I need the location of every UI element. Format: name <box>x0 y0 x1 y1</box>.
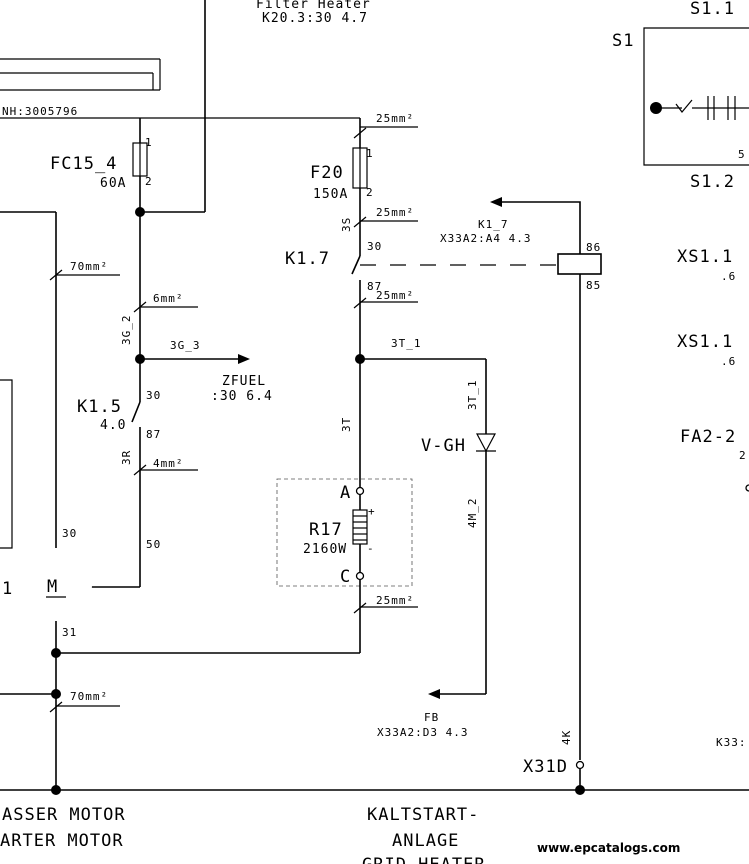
starter-motor-icon <box>20 549 92 621</box>
k17-pin86: 86 <box>586 241 601 254</box>
k17-name: K1.7 <box>285 249 330 269</box>
k17-pin30: 30 <box>367 240 382 253</box>
wire-3t-label: 3T <box>340 417 353 432</box>
k15-contact <box>131 401 141 423</box>
motor-pin30: 30 <box>62 527 77 540</box>
connector-name: X31D <box>523 757 568 777</box>
heater-terminal-c <box>355 571 365 581</box>
tick-25d <box>353 602 367 614</box>
tick-25a <box>353 127 367 139</box>
bottom-motor-line2: ARTER MOTOR <box>0 831 124 851</box>
wire-3s-label: 3S <box>340 217 353 232</box>
relay-k17-coil-icon <box>557 253 602 275</box>
bottom-kalt-line1: KALTSTART- <box>367 805 479 825</box>
tick-25c <box>353 297 367 309</box>
fb-ref: X33A2:D3 4.3 <box>377 726 468 739</box>
filter-heater-title: Filter Heater <box>256 0 371 12</box>
heater-plus-icon: + <box>368 505 376 518</box>
arrow-zfuel-icon <box>238 354 250 364</box>
xs11a-sub: .6 <box>721 270 736 283</box>
k33-label: K33: <box>716 736 747 749</box>
wire-3t1b-label: 3T_1 <box>466 380 479 411</box>
heater-power: 2160W <box>303 542 347 557</box>
heater-minus-icon: - <box>367 542 375 555</box>
tick-25b <box>353 216 367 228</box>
junction-fc15 <box>135 207 145 217</box>
nh-label: NH:3005796 <box>2 105 78 118</box>
wire-70b-label: 70mm² <box>70 690 108 703</box>
k17-coil-ref: X33A2:A4 4.3 <box>440 232 531 245</box>
xs11b-label: XS1.1 <box>677 332 733 352</box>
heater-r17-icon <box>352 509 368 545</box>
wire-3g2-label: 3G_2 <box>120 315 133 346</box>
wire-4m2-label: 4M_2 <box>466 498 479 529</box>
wire-25d-label: 25mm² <box>376 594 414 607</box>
motor-pin31: 31 <box>62 626 77 639</box>
s1-outline <box>643 27 749 166</box>
motor-symbol: M <box>47 577 58 597</box>
xs11b-sub: .6 <box>721 355 736 368</box>
k15-value: 4.0 <box>100 418 126 433</box>
bottom-motor-line1: ASSER MOTOR <box>2 805 126 825</box>
wire-coil-86 <box>498 201 581 254</box>
motor-ref-fragment: 1 <box>2 579 13 599</box>
connector-x31d-icon <box>575 760 585 770</box>
filter-heater-ref: K20.3:30 4.7 <box>262 11 368 26</box>
k17-contact <box>351 255 361 275</box>
wire-25c-label: 25mm² <box>376 289 414 302</box>
heater-enclosure <box>276 478 413 587</box>
bottom-kalt-line2: ANLAGE <box>392 831 459 851</box>
zfuel-ref: :30 6.4 <box>211 389 273 404</box>
wire-4-label: 4mm² <box>153 457 184 470</box>
heater-terminal-a <box>355 486 365 496</box>
diode-vgh-icon <box>476 433 496 453</box>
watermark: www.epcatalogs.com <box>537 841 680 855</box>
fuse-f20-name: F20 <box>310 163 344 183</box>
fa2-sub: 2 <box>739 449 747 462</box>
fuse-fc15-name: FC15_4 <box>50 154 117 174</box>
wire-3r-label: 3R <box>120 450 133 465</box>
k17-coil-label: K1_7 <box>478 218 509 231</box>
fuse-fc15-pin1: 1 <box>145 136 153 149</box>
fa2-terminal-icon <box>745 484 749 492</box>
wire-25b-label: 25mm² <box>376 206 414 219</box>
s1-label: S1 <box>612 31 634 51</box>
fuse-f20-rating: 150A <box>313 187 348 202</box>
fuse-f20-pin1: 1 <box>366 147 374 160</box>
wire-25a-label: 25mm² <box>376 112 414 125</box>
k15-pin30: 30 <box>146 389 161 402</box>
motor-pin50: 50 <box>146 538 161 551</box>
s1-key-icon <box>650 102 662 114</box>
left-partial-box <box>0 379 13 549</box>
fuse-f20-pin2: 2 <box>366 186 374 199</box>
s12-label: S1.2 <box>690 172 735 192</box>
k17-pin87: 87 <box>367 280 382 293</box>
k15-name: K1.5 <box>77 397 122 417</box>
heater-name: R17 <box>309 520 343 540</box>
xs11a-label: XS1.1 <box>677 247 733 267</box>
fa2-label: FA2-2 <box>680 427 736 447</box>
bottom-kalt-line3: GRID HEATER <box>362 855 486 864</box>
fb-label: FB <box>424 711 439 724</box>
s12-pin: 5 <box>738 148 746 161</box>
k17-pin85: 85 <box>586 279 601 292</box>
fuse-fc15-pin2: 2 <box>145 175 153 188</box>
fuse-fc15-rating: 60A <box>100 176 126 191</box>
arrow-coil-icon <box>490 197 502 207</box>
wire-3t1a-label: 3T_1 <box>391 337 422 350</box>
wire-70a-label: 70mm² <box>70 260 108 273</box>
wire-4k-label: 4K <box>560 730 573 745</box>
arrow-fb-icon <box>428 689 440 699</box>
heater-pinA: A <box>340 483 351 503</box>
heater-pinC: C <box>340 567 351 587</box>
diode-name: V-GH <box>421 436 466 456</box>
s1-key-blade <box>675 99 693 113</box>
k15-pin87: 87 <box>146 428 161 441</box>
zfuel-label: ZFUEL <box>222 374 266 389</box>
wire-6-label: 6mm² <box>153 292 184 305</box>
tick-70b <box>49 701 63 713</box>
s11-label: S1.1 <box>690 0 735 19</box>
wire-3g3-label: 3G_3 <box>170 339 201 352</box>
